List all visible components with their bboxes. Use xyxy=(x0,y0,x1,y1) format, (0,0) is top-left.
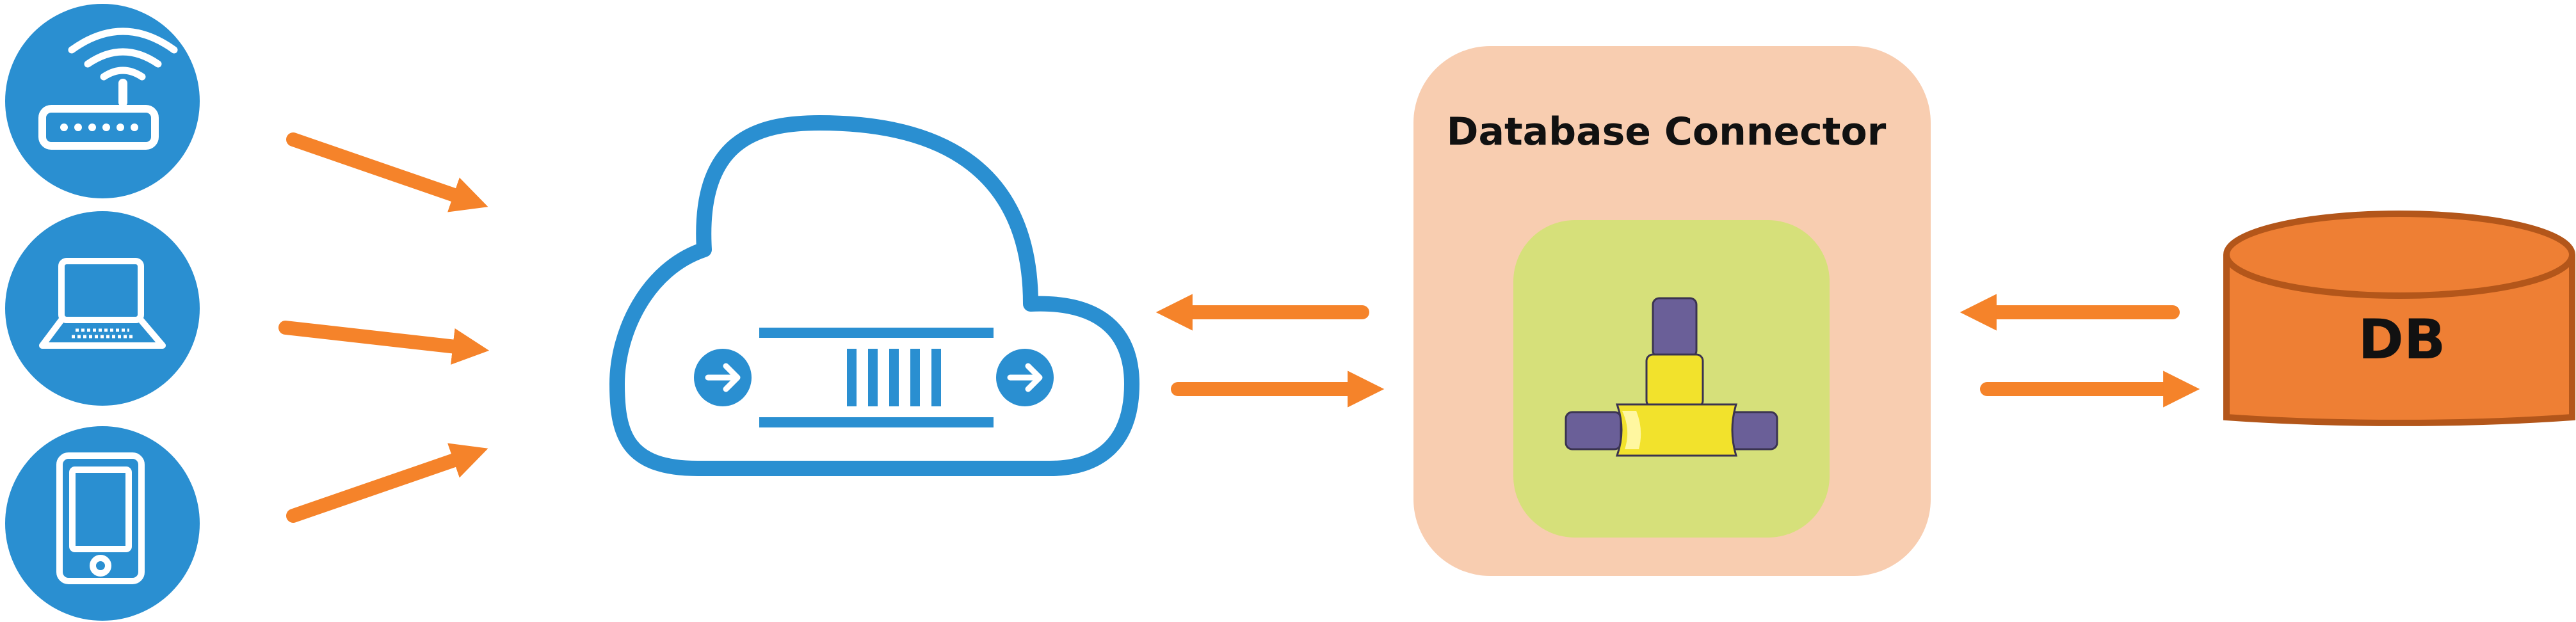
device-laptop xyxy=(5,211,200,406)
cloud-outline xyxy=(609,115,1139,476)
queue-output-arrow-icon xyxy=(996,349,1054,406)
connector-title: Database Connector xyxy=(1447,109,1887,154)
laptop-icon xyxy=(39,258,166,349)
tablet-icon xyxy=(56,452,145,584)
db-label: DB xyxy=(2358,308,2446,372)
device-router xyxy=(5,4,200,198)
arrow-laptop-to-cloud xyxy=(278,321,490,365)
cloud-message-queue-icon xyxy=(694,328,1054,427)
queue-input-arrow-icon xyxy=(694,349,752,406)
pipe-tee-icon xyxy=(1565,297,1778,457)
connector-db-arrows xyxy=(1960,294,2200,408)
device-tablet xyxy=(5,426,200,621)
device-arrows xyxy=(278,132,490,523)
wifi-router-icon xyxy=(38,28,178,150)
database-connector: Database Connector xyxy=(1413,46,1931,576)
cloud-gateway xyxy=(609,115,1139,476)
arrow-router-to-cloud xyxy=(286,132,488,212)
database-cylinder: DB xyxy=(2223,211,2575,426)
cloud-connector-arrows xyxy=(1155,294,1385,408)
arrow-tablet-to-cloud xyxy=(286,443,488,523)
